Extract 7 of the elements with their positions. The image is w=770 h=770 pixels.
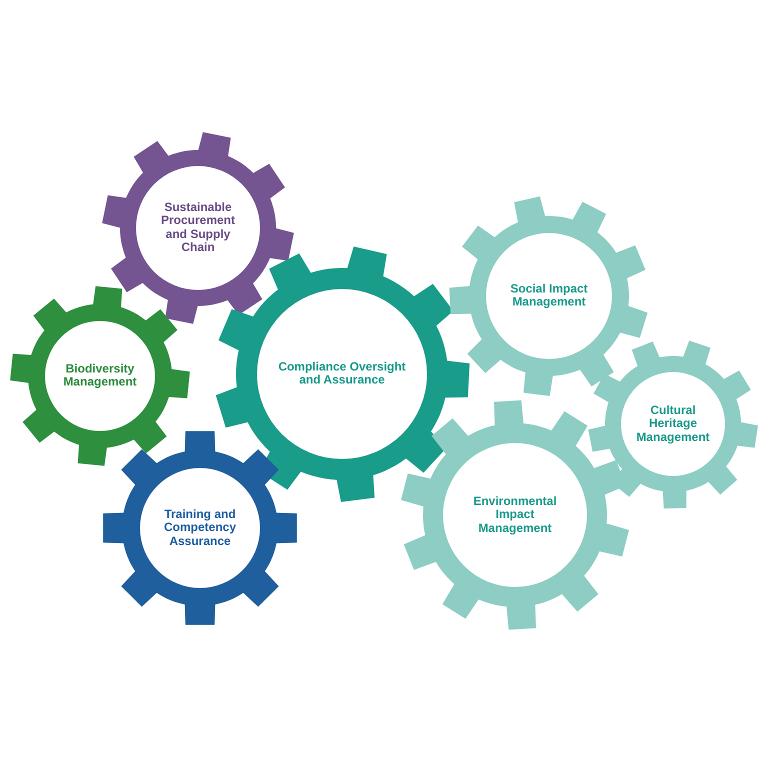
gear-label: Cultural Heritage Management <box>635 404 711 444</box>
gear-label: Environmental Impact Management <box>472 494 558 536</box>
gear-label: Social Impact Management <box>509 282 589 310</box>
gear-label: Compliance Oversight and Assurance <box>278 360 406 388</box>
gear-label: Sustainable Procurement and Supply Chain <box>160 201 236 255</box>
gear-label: Biodiversity Management <box>62 362 138 390</box>
gear-label: Training and Competency Assurance <box>162 508 238 548</box>
